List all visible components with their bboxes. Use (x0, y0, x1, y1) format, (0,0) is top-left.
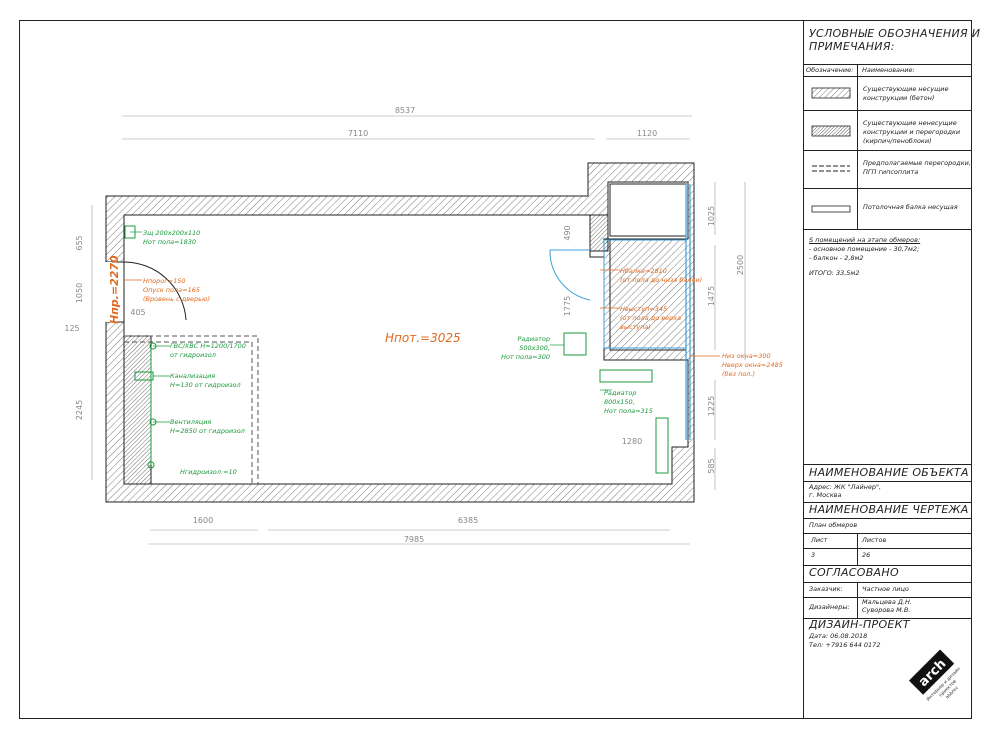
panel-label-1: Зщ 200х200х110 (143, 229, 200, 237)
window-label-3: (без пол.) (722, 370, 755, 378)
legend-item-4-line1: Потолочная балка несущая (863, 203, 958, 211)
notes-total: ИТОГО: 33,5м2 (809, 269, 860, 277)
notes-line1: S помещений на этапе обмеров: (809, 236, 921, 244)
designer-1: Мальцева Д.Н. (862, 598, 912, 606)
legend-item-3-line2: ПГП гипсоплита (863, 168, 919, 176)
entrance-door (123, 261, 187, 322)
dim-left-2: 1050 (75, 283, 84, 303)
ledge-label-1: Нвыступ=345 (620, 305, 667, 313)
radiator1-label-2: 500х300, (519, 344, 550, 352)
radiator2-label-2: 800х150, (604, 398, 635, 406)
legend-col-name: Наименование: (862, 66, 915, 74)
notes-line2: - основное помещение - 30,7м2; (809, 245, 920, 253)
dimension-lines (91, 115, 746, 545)
plan-labels: Нпот.=3025 Нпр.=2270 Зщ 200х200х110 Нот … (108, 229, 783, 476)
object-title: НАИМЕНОВАНИЕ ОБЪЕКТА (809, 466, 969, 479)
customer-label: Заказчик: (809, 585, 843, 593)
approved-title: СОГЛАСОВАНО (809, 566, 899, 579)
radiator1-label-3: Нот пола=300 (501, 353, 550, 361)
balcony-door (549, 249, 591, 301)
dim-bottom-total: 7985 (404, 535, 424, 544)
legend-col-symbol: Обозначение: (806, 66, 854, 74)
designer-2: Суворова М.В. (862, 606, 911, 614)
radiator1-label-1: Радиатор (518, 335, 551, 343)
dim-right-2: 2500 (736, 255, 745, 275)
dim-right-4: 1225 (707, 396, 716, 416)
leader-lines (124, 231, 720, 423)
ceiling-height-label: Нпот.=3025 (385, 331, 461, 345)
dim-left-3: 125 (64, 324, 79, 333)
beam-label-2: (от пола до низа балки) (620, 276, 702, 284)
drawing-name: План обмеров (809, 521, 858, 529)
window-label-1: Низ окна=300 (722, 352, 771, 360)
dim-bottom-left: 1600 (193, 516, 213, 525)
notes-line3: - балкон - 2,8м2 (809, 254, 864, 262)
project-title: ДИЗАЙН-ПРОЕКТ (809, 618, 910, 631)
dim-top-left: 7110 (348, 129, 368, 138)
beam-label-1: Нбалка=2810 (620, 267, 667, 275)
sheet-label: Лист (811, 536, 828, 544)
dim-inner-490: 490 (563, 225, 572, 240)
sewer-label-1: Канализация (170, 372, 215, 380)
dimension-texts: 8537 7110 1120 1600 6385 7985 655 1050 1… (64, 106, 745, 544)
dim-right-5: 585 (707, 458, 716, 473)
drawing-title: НАИМЕНОВАНИЕ ЧЕРТЕЖА (809, 503, 969, 516)
dim-inner-1280: 1280 (622, 437, 642, 446)
dim-left-4: 2245 (75, 400, 84, 420)
legend-item-2-line3: (кирпич/пеноблоки) (863, 137, 932, 145)
dim-top-right: 1120 (637, 129, 657, 138)
legend-title-1: УСЛОВНЫЕ ОБОЗНАЧЕНИЯ И (809, 27, 981, 40)
sheet-frame (19, 20, 972, 719)
legend-item-1-line1: Существующие несущие (863, 85, 949, 93)
legend-item-3-line1: Предполагаемые перегородки, (863, 159, 971, 167)
window-label-2: Нверх окна=2485 (722, 361, 783, 369)
project-date: Дата: 06.08.2018 (809, 632, 868, 640)
water-label-1: ГВС/ХВС Н=1200/1700 (170, 342, 246, 350)
dim-right-1: 1025 (707, 206, 716, 226)
sheets-label: Листов (862, 536, 887, 544)
dim-right-3: 1475 (707, 286, 716, 306)
walls (100, 162, 695, 503)
radiator2-label-1: Радиатор (604, 389, 637, 397)
threshold-label-2: Опуск пола=165 (143, 286, 200, 294)
planned-partitions (124, 335, 259, 484)
legend-item-1-line2: конструкции (бетон) (863, 94, 935, 102)
dim-bottom-right: 6385 (458, 516, 478, 525)
water-label-2: от гидроизол (170, 351, 216, 359)
ledge-label-2: (от пола до верха (620, 314, 681, 322)
legend-item-2-line2: конструкции и перегородки (863, 128, 961, 136)
vent-label-1: Вентиляция (170, 418, 211, 426)
legend-item-2-line1: Существующие ненесущие (863, 119, 957, 127)
sewer-label-2: Н=130 от гидроизол (170, 381, 241, 389)
waterproof-label: Нгидроизол.=10 (180, 468, 237, 476)
company-logo: arch Интерьер и дизайн проектов abbrev (908, 649, 962, 702)
threshold-label-1: Нпорог=150 (143, 277, 186, 285)
threshold-label-3: (Вровень с дверью) (143, 295, 210, 303)
ledge-label-3: выступа) (620, 323, 651, 331)
dim-inner-405: 405 (130, 308, 145, 317)
project-phone: Тел: +7916 644 0172 (809, 641, 881, 649)
sheets-value: 26 (862, 551, 871, 559)
door-height-label: Нпр.=2270 (108, 255, 121, 324)
title-block (803, 20, 972, 719)
dim-top-total: 8537 (395, 106, 415, 115)
object-address-1: Адрес: ЖК "Лайнер", (809, 483, 882, 491)
radiators (563, 332, 669, 474)
object-address-2: г. Москва (809, 491, 842, 499)
dim-left-1: 655 (75, 235, 84, 250)
customer-value: Частное лицо (862, 585, 909, 593)
dim-inner-1775: 1775 (563, 296, 572, 316)
designers-label: Дизайнеры: (809, 603, 850, 611)
balcony (603, 183, 691, 440)
legend-title-2: ПРИМЕЧАНИЯ: (809, 40, 895, 53)
sheet-value: 3 (811, 551, 816, 559)
radiator2-label-3: Нот пола=315 (604, 407, 653, 415)
panel-label-2: Нот пола=1830 (143, 238, 196, 246)
vent-label-2: Н=2850 от гидроизол (170, 427, 245, 435)
